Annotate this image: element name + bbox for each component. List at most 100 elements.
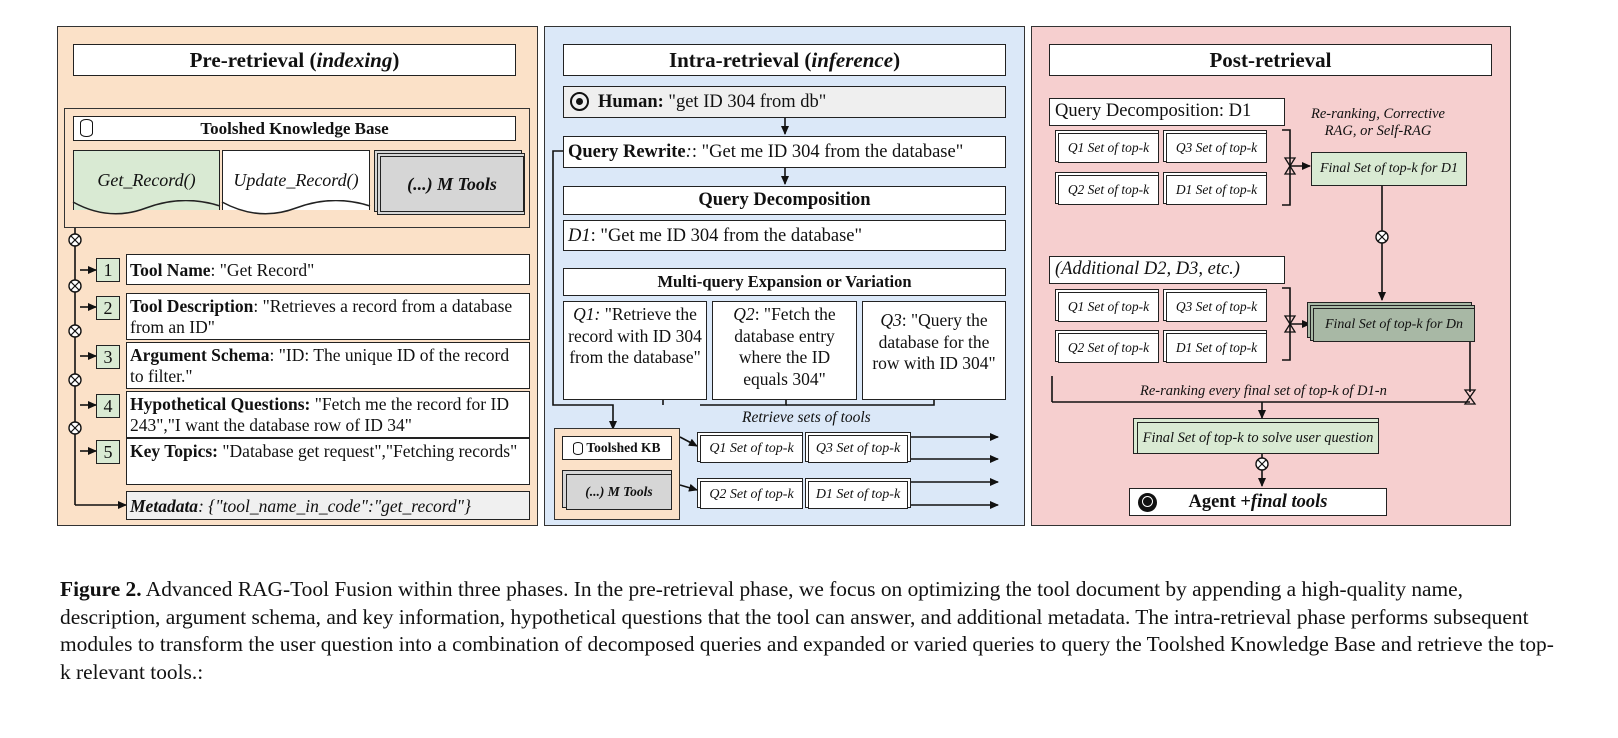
field-num-1: 1 <box>96 258 120 282</box>
post-final-user-text: Final Set of top-k to solve user questio… <box>1142 429 1374 446</box>
query-decomposition-title: Query Decomposition <box>563 186 1006 215</box>
pre-title-a: Pre-retrieval ( <box>189 47 317 72</box>
intra-set-q1: Q1 Set of top-k <box>700 435 803 463</box>
human-label: Human: <box>598 92 669 112</box>
q2-expansion-box: Q2: "Fetch the database entry where the … <box>712 301 857 400</box>
agent-label-a: Agent + <box>1188 491 1251 512</box>
post-additional-text: (Additional D2, D3, etc.) <box>1055 259 1240 279</box>
caption-lead: Figure 2. <box>60 577 142 601</box>
post-final-user: Final Set of top-k to solve user questio… <box>1137 422 1379 454</box>
field-metadata: Metadata: {"tool_name_in_code":"get_reco… <box>126 491 530 520</box>
field-key-topics-value: "Database get request","Fetching records… <box>218 441 518 461</box>
field-num-5-text: 5 <box>103 441 113 462</box>
post-set2-q2: Q2 Set of top-k <box>1058 333 1159 363</box>
tool-doc-update-record: Update_Record() <box>222 150 370 210</box>
retrieve-sets-text: Retrieve sets of tools <box>742 409 871 426</box>
database-icon <box>80 119 93 137</box>
toolshed-kb-mini-label: Toolshed KB <box>562 436 672 460</box>
tool-doc-m-tools: (...) M Tools <box>380 156 524 212</box>
post-title-text: Post-retrieval <box>1209 47 1332 72</box>
q3-text: : "Query the database for the row with I… <box>872 310 996 373</box>
query-rewrite-box: Query Rewrite:: "Get me ID 304 from the … <box>563 136 1006 168</box>
post-final-d1-text: Final Set of top-k for D1 <box>1319 161 1459 176</box>
post-set2-q3-text: Q3 Set of top-k <box>1175 299 1258 314</box>
m-tools-mini-text: (...) M Tools <box>585 484 653 499</box>
post-rerank-label: Re-ranking, Corrective RAG, or Self-RAG <box>1298 106 1458 140</box>
database-mini-icon <box>573 441 584 455</box>
intra-set-q3-text: Q3 Set of top-k <box>815 441 901 456</box>
field-num-2: 2 <box>96 296 120 320</box>
q1-text: "Retrieve the record with ID 304 from th… <box>568 304 702 367</box>
field-metadata-value: : {"tool_name_in_code":"get_record"} <box>198 496 471 516</box>
post-set2-d1-text: D1 Set of top-k <box>1175 340 1258 355</box>
post-set1-q1: Q1 Set of top-k <box>1058 133 1159 163</box>
figure-caption: Figure 2. Advanced RAG-Tool Fusion withi… <box>60 576 1560 686</box>
post-retrieval-title: Post-retrieval <box>1049 44 1492 76</box>
field-hypothetical-questions-label: Hypothetical Questions: <box>130 394 311 414</box>
rewrite-label: Query Rewrite <box>568 142 686 162</box>
intra-set-q1-text: Q1 Set of top-k <box>709 441 794 456</box>
intra-set-q2-text: Q2 Set of top-k <box>709 487 794 502</box>
field-tool-name-label: Tool Name <box>130 260 211 280</box>
multi-query-title: Multi-query Expansion or Variation <box>563 268 1006 296</box>
field-num-2-text: 2 <box>103 297 113 318</box>
agent-final-tools: Agent + final tools <box>1129 488 1387 516</box>
post-rerank-all-text: Re-ranking every final set of top-k of D… <box>1140 383 1387 399</box>
tool-doc-wave <box>72 200 371 215</box>
q1-expansion-box: Q1: "Retrieve the record with ID 304 fro… <box>563 301 707 400</box>
m-tools-text: (...) M Tools <box>407 173 497 194</box>
field-argument-schema: Argument Schema: "ID: The unique ID of t… <box>126 342 530 389</box>
intra-set-q2: Q2 Set of top-k <box>700 481 803 509</box>
q3-label: Q3 <box>880 310 902 330</box>
pre-title-c: ) <box>392 47 400 72</box>
human-query-box: Human: "get ID 304 from db" <box>563 86 1006 118</box>
intra-set-d1: D1 Set of top-k <box>808 481 908 509</box>
field-tool-description-label: Tool Description <box>130 296 254 316</box>
field-num-1-text: 1 <box>103 259 113 280</box>
kb-mini-text: Toolshed KB <box>586 440 661 455</box>
post-final-dn-text: Final Set of top-k for Dn <box>1324 317 1464 332</box>
post-set1-d1: D1 Set of top-k <box>1166 175 1267 205</box>
d1-text: : "Get me ID 304 from the database" <box>590 226 863 246</box>
tool-doc-m-tools-label: (...) M Tools <box>407 174 497 195</box>
post-rerank-text: Re-ranking, Corrective RAG, or Self-RAG <box>1311 106 1445 139</box>
post-set1-d1-text: D1 Set of top-k <box>1175 182 1258 197</box>
post-set1-q2-text: Q2 Set of top-k <box>1067 182 1150 197</box>
tool-doc-get-record: Get_Record() <box>73 150 220 210</box>
toolshed-kb-header: Toolshed Knowledge Base <box>73 116 516 141</box>
post-set2-q2-text: Q2 Set of top-k <box>1067 340 1150 355</box>
human-text: "get ID 304 from db" <box>668 92 827 112</box>
post-final-d1: Final Set of top-k for D1 <box>1311 152 1467 186</box>
field-tool-name-value: : "Get Record" <box>210 260 315 280</box>
field-argument-schema-value: : "ID: The unique ID of the record to fi… <box>130 345 510 386</box>
multi-title-text: Multi-query Expansion or Variation <box>657 272 912 291</box>
post-set2-q1-text: Q1 Set of top-k <box>1067 299 1150 314</box>
m-tools-mini: (...) M Tools <box>566 474 672 510</box>
field-num-3: 3 <box>96 345 120 369</box>
retrieve-sets-label: Retrieve sets of tools <box>742 409 871 427</box>
user-icon <box>570 92 589 111</box>
post-set2-q1: Q1 Set of top-k <box>1058 292 1159 322</box>
q3-expansion-box: Q3: "Query the database for the row with… <box>862 301 1006 400</box>
q1-label: Q1: <box>573 304 601 324</box>
rewrite-text: : "Get me ID 304 from the database" <box>691 142 964 162</box>
field-num-4-text: 4 <box>103 395 113 416</box>
field-key-topics: Key Topics: "Database get request","Fetc… <box>126 438 530 485</box>
field-num-3-text: 3 <box>103 346 113 367</box>
post-qd-d1-label: Query Decomposition: D1 <box>1049 98 1285 126</box>
pre-title-b: indexing <box>316 47 393 72</box>
field-tool-description-value: : "Retrieves a record from a database fr… <box>130 296 513 337</box>
intra-title-c: ) <box>893 47 901 72</box>
post-final-dn: Final Set of top-k for Dn <box>1313 308 1475 342</box>
field-tool-name: Tool Name: "Get Record" <box>126 254 530 285</box>
field-tool-description: Tool Description: "Retrieves a record fr… <box>126 293 530 340</box>
agent-label-b: final tools <box>1250 491 1328 512</box>
agent-icon <box>1138 493 1157 512</box>
post-additional-label: (Additional D2, D3, etc.) <box>1049 256 1285 284</box>
q2-text: : "Fetch the database entry where the ID… <box>734 304 836 389</box>
post-set1-q3: Q3 Set of top-k <box>1166 133 1267 163</box>
post-qd-d1-text: Query Decomposition: D1 <box>1055 101 1252 121</box>
field-num-4: 4 <box>96 394 120 418</box>
pre-retrieval-title: Pre-retrieval (indexing) <box>73 44 516 76</box>
